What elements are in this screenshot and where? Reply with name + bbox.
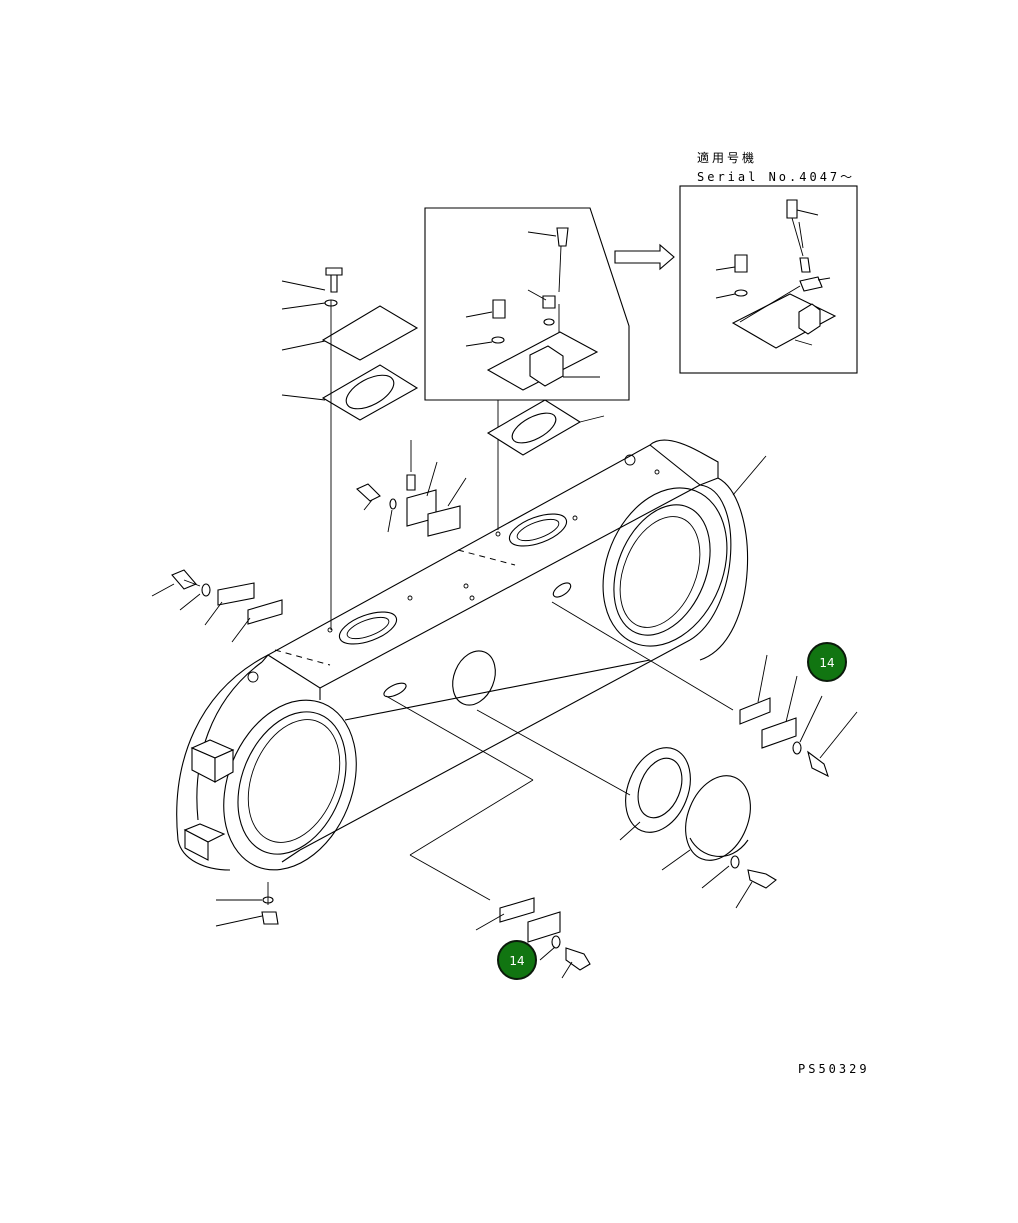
side-cover-assembly [476,709,777,909]
callout-number: 14 [509,954,524,968]
callout-circle [807,642,847,682]
right-bracket-assembly [551,601,858,778]
center-inset-assembly [424,207,630,530]
inset-label-serial: Serial No.4047〜 [697,170,855,184]
callout-badge-right[interactable]: 14 [807,642,847,682]
left-hardware [151,440,467,643]
inset-label-jp: 適用号機 [697,150,757,165]
lower-bracket-assembly [385,695,591,979]
serial-inset: 適用号機 Serial No.4047〜 [679,150,858,374]
drain-plug [215,882,279,927]
top-cover-assembly [281,267,419,630]
main-housing [176,439,749,871]
callout-circle [497,940,537,980]
callout-number: 14 [819,656,834,670]
drawing-code: PS50329 [798,1062,870,1076]
arrow-icon [614,243,675,271]
callout-badge-bottom[interactable]: 14 [497,940,537,980]
